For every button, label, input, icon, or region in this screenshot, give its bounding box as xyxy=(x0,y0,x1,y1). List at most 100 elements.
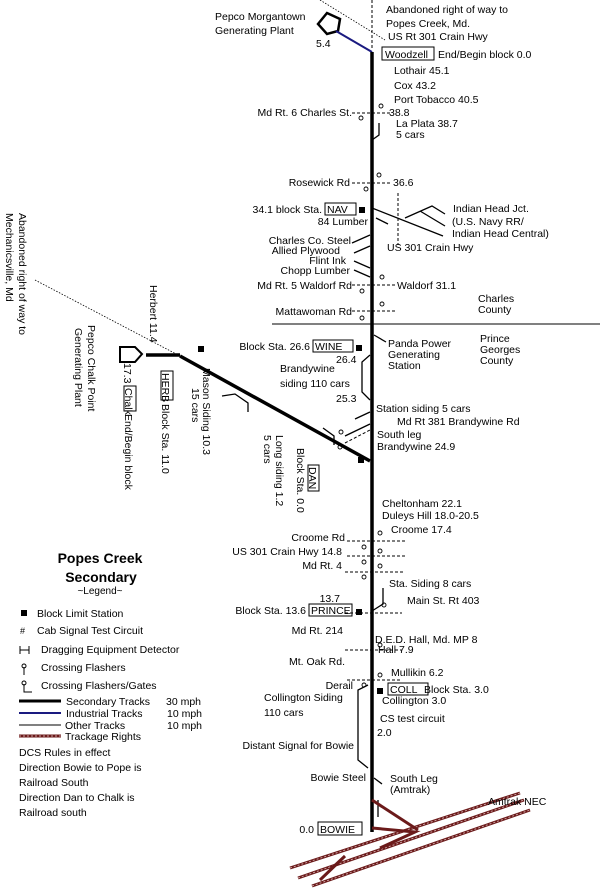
herb-desc: Block Sta. 11.0 xyxy=(159,404,171,474)
la-plata-siding xyxy=(371,123,380,141)
pg-county-label: Prince xyxy=(480,333,510,345)
crossing-rosewick: Rosewick Rd xyxy=(289,177,350,189)
milepost-36-6: 36.6 xyxy=(393,177,414,189)
pg-county-label-2: Georges xyxy=(480,344,520,356)
industry-charles-co-steel: Charles Co. Steel xyxy=(269,235,351,247)
crossing-mattawoman: Mattawoman Rd xyxy=(276,306,353,318)
panda-label: Panda Power xyxy=(388,338,452,350)
crossing-flasher-icons xyxy=(337,103,387,688)
legend: Popes Creek Secondary ~Legend~ Block Lim… xyxy=(19,550,202,819)
station-siding-label: Station siding 5 cars xyxy=(376,403,471,415)
panda-label-3: Station xyxy=(388,360,421,372)
legend-item: Cab Signal Test Circuit xyxy=(37,625,143,637)
station-duleys-hill: Duleys Hill 18.0-20.5 xyxy=(382,510,479,522)
morgantown-label-2: Generating Plant xyxy=(215,25,294,37)
station-lothair: Lothair 45.1 xyxy=(394,65,450,77)
chalk-plant-label-2: Generating Plant xyxy=(72,328,84,407)
legend-item: Dragging Equipment Detector xyxy=(41,644,180,656)
station-cox: Cox 43.2 xyxy=(394,80,436,92)
rotated-labels: Abandoned right of way to Mechanicsville… xyxy=(3,213,320,513)
crossing-gate-head-icon xyxy=(21,680,27,686)
charles-steel-spur xyxy=(351,234,371,244)
sta-siding-label: Sta. Siding 8 cars xyxy=(389,578,471,590)
derail-label: Derail xyxy=(326,680,353,692)
indian-head-jct: Indian Head Jct. xyxy=(453,203,529,215)
industry-flint-ink: Flint Ink xyxy=(309,255,347,267)
crossing-md381: Md Rt 381 Brandywine Rd xyxy=(397,416,520,428)
morgantown-milepost: 5.4 xyxy=(316,38,331,50)
collington-siding-label: Collington Siding xyxy=(264,692,343,704)
mason-siding-cars: 15 cars xyxy=(189,388,201,422)
collington-siding-cars: 110 cars xyxy=(264,707,304,719)
ded-icon xyxy=(19,646,30,654)
station-chalk: Chalk xyxy=(122,388,134,416)
crossing-md4: Md Rt. 4 xyxy=(302,560,342,572)
long-siding-label: Long siding 1.2 xyxy=(273,435,285,506)
secondary-branch-track xyxy=(179,354,371,463)
legend-track-label: Other Tracks xyxy=(65,720,125,732)
milepost-26-4: 26.4 xyxy=(336,354,357,366)
chalk-plant-label: Pepco Chalk Point xyxy=(85,325,97,411)
sta-siding-8-cars xyxy=(371,588,384,612)
crossing-flasher-head-icon xyxy=(21,663,27,669)
station-la-plata: La Plata 38.7 xyxy=(396,118,458,130)
collington-siding xyxy=(357,684,369,769)
prince-box xyxy=(308,603,353,617)
prince-desc: Block Sta. 13.6 xyxy=(235,605,306,617)
cab-signal-icon: # xyxy=(20,626,25,636)
cs-test-circuit-label: CS test circuit xyxy=(380,713,445,725)
chopp-lumber-spur xyxy=(353,269,371,278)
herb-box xyxy=(160,370,174,401)
station-cheltonham: Cheltonham 22.1 xyxy=(382,498,462,510)
brandywine-siding-label: Brandywine xyxy=(280,363,335,375)
legend-subtitle: ~Legend~ xyxy=(77,586,122,597)
legend-track-label: Trackage Rights xyxy=(65,731,141,743)
station-mullikin: Mullikin 6.2 xyxy=(391,667,444,679)
us301-crossing-label: US 301 Crain Hwy xyxy=(387,242,474,254)
industry-allied-plywood: Allied Plywood xyxy=(272,245,340,257)
legend-track-speed: 10 mph xyxy=(167,708,202,720)
morgantown-label: Pepco Morgantown xyxy=(215,11,306,23)
brandywine-siding-label-2: siding 110 cars xyxy=(280,378,350,390)
legend-track-label: Industrial Tracks xyxy=(66,708,142,720)
station-croome: Croome 17.4 xyxy=(391,524,452,536)
amtrak-nec-label: Amtrak NEC xyxy=(488,796,547,808)
legend-title-2: Secondary xyxy=(65,569,137,585)
block-station-icon xyxy=(21,610,27,616)
bowie-milepost: 0.0 xyxy=(299,824,314,836)
crossing-us301-14-8: US 301 Crain Hwy 14.8 xyxy=(232,546,342,558)
brandywine-siding xyxy=(361,354,371,401)
legend-note: Railroad South xyxy=(19,777,89,789)
station-nav: NAV xyxy=(327,204,348,216)
wine-box xyxy=(312,339,354,353)
legend-item: Block Limit Station xyxy=(37,608,124,620)
indian-head-siding xyxy=(404,205,446,219)
crossing-croome-rd: Croome Rd xyxy=(291,532,345,544)
chalk-desc: End/Begin block xyxy=(122,414,134,491)
coll-desc: Block Sta. 3.0 xyxy=(424,684,489,696)
station-bowie: BOWIE xyxy=(320,824,355,836)
block-limit-station-icons xyxy=(198,207,383,694)
distant-signal-label: Distant Signal for Bowie xyxy=(243,740,355,752)
mechanicsville-label-2: Mechanicsville, Md xyxy=(3,213,15,302)
indian-head-siding-2 xyxy=(419,210,446,227)
station-herbert: Herbert 11.4 xyxy=(147,285,159,343)
crossing-mt-oak: Mt. Oak Rd. xyxy=(289,656,345,668)
lumber84-spur xyxy=(375,217,389,225)
charles-county-label: Charles xyxy=(478,293,514,305)
milepost-2-0: 2.0 xyxy=(377,727,392,739)
legend-item: Crossing Flashers xyxy=(41,662,126,674)
legend-track-speed: 30 mph xyxy=(166,696,201,708)
panda-spur xyxy=(373,334,387,343)
us301-dotted-line xyxy=(319,0,386,41)
long-siding-cars: 5 cars xyxy=(261,435,273,464)
nav-desc: 34.1 block Sta. xyxy=(253,204,322,216)
legend-item: Crossing Flashers/Gates xyxy=(41,680,157,692)
abandoned-mechanicsville-line xyxy=(34,279,181,357)
station-coll: COLL xyxy=(390,684,418,696)
chalk-milepost: 17.3 xyxy=(121,363,133,384)
station-brandywine: Brandywine 24.9 xyxy=(377,441,455,453)
woodzell-desc: End/Begin block 0.0 xyxy=(438,49,532,61)
md381-crossing xyxy=(344,429,371,444)
milepost-25-3: 25.3 xyxy=(336,393,357,405)
